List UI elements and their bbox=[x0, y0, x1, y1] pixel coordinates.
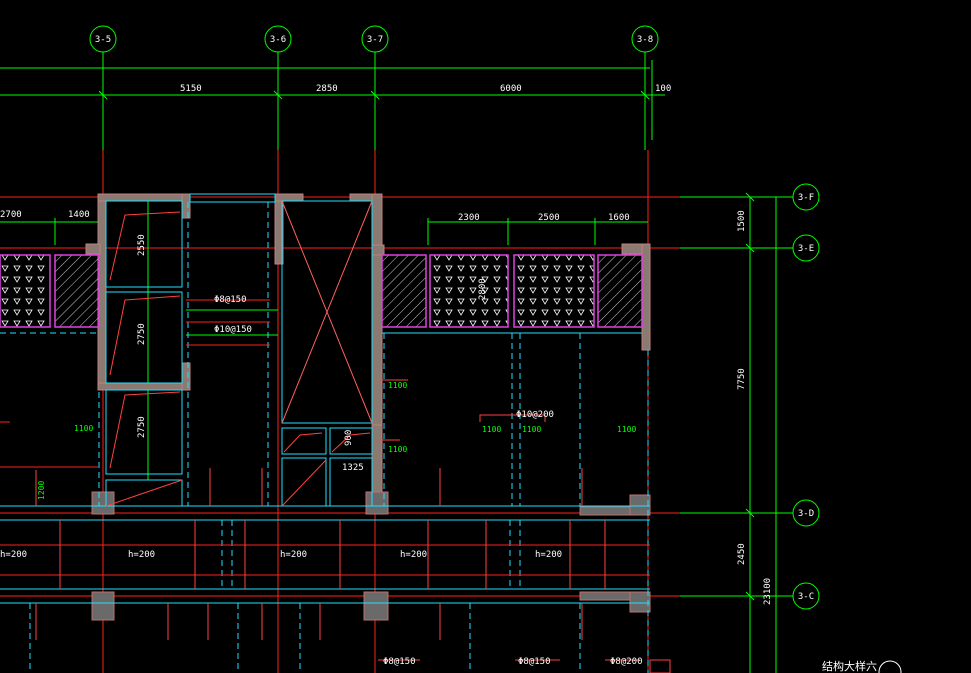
slab-thk-3: h=200 bbox=[280, 550, 307, 560]
right-bubble-3-e: 3-E bbox=[792, 234, 820, 262]
slab-thk-5: h=200 bbox=[535, 550, 562, 560]
top-axis-label: 3-5 bbox=[95, 35, 111, 45]
rebar-label-3: Φ10@200 bbox=[516, 410, 554, 420]
cell-label-4: 1100 bbox=[482, 425, 501, 434]
beam-lines bbox=[0, 299, 650, 576]
walls bbox=[85, 193, 651, 496]
right-axis-label: 3-D bbox=[798, 509, 814, 519]
rebar-brackets bbox=[35, 379, 671, 673]
axis-leaders bbox=[0, 52, 793, 673]
top-axis-bubbles: 3-5 3-6 3-7 3-8 bbox=[89, 25, 659, 53]
cell-label-6: 1100 bbox=[617, 425, 636, 434]
top-bubble-3-5: 3-5 bbox=[89, 25, 117, 53]
right-bubble-3-d: 3-D bbox=[792, 499, 820, 527]
tick-marks bbox=[98, 90, 755, 601]
rebar-label-2: Φ10@150 bbox=[214, 325, 252, 335]
right-axis-label: 3-E bbox=[798, 244, 814, 254]
dim-100: 100 bbox=[655, 84, 671, 94]
dim-1600: 1600 bbox=[608, 213, 630, 223]
slab-thk-1: h=200 bbox=[0, 550, 27, 560]
dim-2450: 2450 bbox=[737, 543, 747, 565]
top-axis-label: 3-6 bbox=[270, 35, 286, 45]
rebar-label-4: Φ8@150 bbox=[383, 657, 416, 667]
dim-900: 900 bbox=[344, 430, 354, 446]
dim-7750: 7750 bbox=[737, 368, 747, 390]
stair-dim-1: 2550 bbox=[137, 234, 147, 256]
right-axis-label: 3-F bbox=[798, 193, 814, 203]
detail-title: 结构大样六 bbox=[822, 659, 877, 673]
right-bubble-3-c: 3-C bbox=[792, 582, 820, 610]
slab-thk-4: h=200 bbox=[400, 550, 427, 560]
stair-dim-3: 2750 bbox=[137, 416, 147, 438]
right-axis-bubbles: 3-F 3-E 3-D 3-C bbox=[792, 183, 820, 610]
cyan-dashed bbox=[0, 202, 649, 673]
rebar-label-6: Φ8@200 bbox=[610, 657, 643, 667]
slab-thk-2: h=200 bbox=[128, 550, 155, 560]
right-axis-label: 3-C bbox=[798, 592, 814, 602]
cell-label-3: 1100 bbox=[388, 445, 407, 454]
cyan-outlines bbox=[0, 193, 650, 604]
top-axis-label: 3-7 bbox=[367, 35, 383, 45]
elevator-shaft bbox=[281, 200, 373, 424]
cell-label-1: 1100 bbox=[74, 424, 93, 433]
columns bbox=[91, 491, 651, 621]
stair-flights bbox=[105, 211, 371, 507]
rebar-label-1: Φ8@150 bbox=[214, 295, 247, 305]
infill-blocks bbox=[0, 254, 643, 328]
dim-2300: 2300 bbox=[458, 213, 480, 223]
dim-23100: 23100 bbox=[763, 578, 773, 605]
cell-label-5: 1100 bbox=[522, 425, 541, 434]
dim-5150: 5150 bbox=[180, 84, 202, 94]
dim-1400: 1400 bbox=[68, 210, 90, 220]
dim-1325: 1325 bbox=[342, 463, 364, 473]
cell-label-2: 1100 bbox=[388, 381, 407, 390]
dim-6000: 6000 bbox=[500, 84, 522, 94]
dim-2800: 2800 bbox=[478, 278, 488, 300]
top-bubble-3-6: 3-6 bbox=[264, 25, 292, 53]
dim-2700: 2700 bbox=[0, 210, 22, 220]
top-bubble-3-7: 3-7 bbox=[361, 25, 389, 53]
right-bubble-3-f: 3-F bbox=[792, 183, 820, 211]
dim-2850: 2850 bbox=[316, 84, 338, 94]
dim-2500: 2500 bbox=[538, 213, 560, 223]
stair-dim-2: 2750 bbox=[137, 323, 147, 345]
top-bubble-3-8: 3-8 bbox=[631, 25, 659, 53]
dim-1500: 1500 bbox=[737, 210, 747, 232]
detail-bubble bbox=[878, 660, 902, 673]
cell-label-7: 1200 bbox=[37, 481, 46, 500]
top-axis-label: 3-8 bbox=[637, 35, 653, 45]
rebar-label-5: Φ8@150 bbox=[518, 657, 551, 667]
